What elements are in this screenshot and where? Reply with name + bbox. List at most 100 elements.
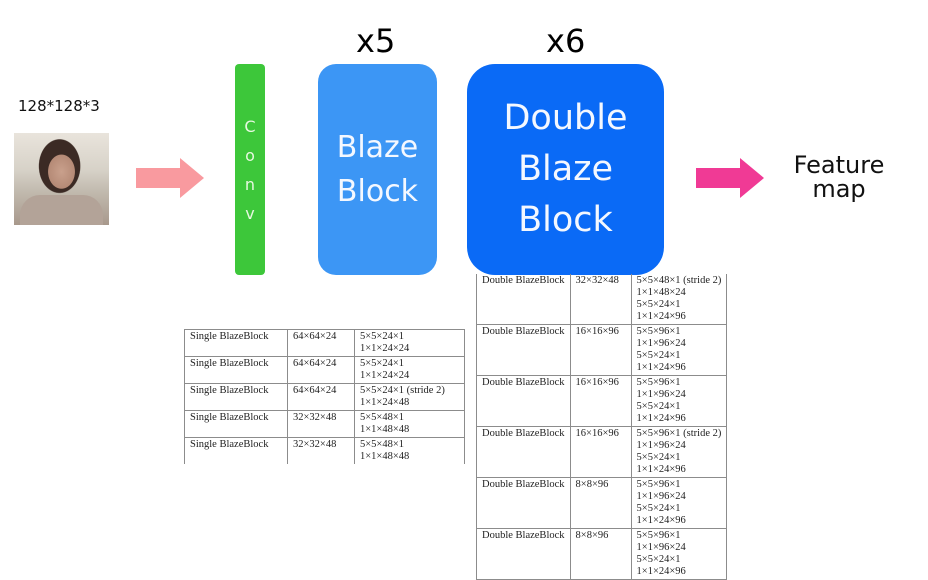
- kernel-line: 1×1×96×24: [636, 440, 686, 451]
- arrow-shaft: [136, 168, 181, 188]
- feature-map-label-line: Feature: [793, 151, 885, 179]
- arrow-head: [180, 158, 204, 198]
- output-arrow-icon: [696, 158, 766, 198]
- layer-type-cell: Double BlazeBlock: [476, 324, 571, 376]
- input-size-cell: 16×16×96: [569, 426, 632, 478]
- input-size-cell: 32×32×48: [569, 274, 632, 325]
- kernel-line: 5×5×48×1: [360, 412, 405, 423]
- input-face-image: [14, 133, 109, 225]
- kernel-line: 5×5×96×1 (stride 2): [636, 428, 722, 439]
- kernel-line: 5×5×96×1: [636, 377, 681, 388]
- blaze-block-label-line: Block: [336, 173, 419, 209]
- kernel-line: 5×5×96×1: [636, 479, 681, 490]
- conv-letter: C: [244, 116, 256, 136]
- blaze-block-repeat-label: x5: [356, 22, 396, 60]
- kernel-line: 5×5×24×1: [636, 401, 681, 412]
- kernel-line: 5×5×24×1: [636, 299, 681, 310]
- input-size-cell: 64×64×24: [287, 329, 355, 357]
- kernel-line: 5×5×96×1: [636, 326, 681, 337]
- kernel-line: 5×5×24×1: [360, 331, 405, 342]
- kernel-line: 1×1×24×96: [636, 362, 686, 373]
- input-size-cell: 64×64×24: [287, 383, 355, 411]
- conv-kernel-cell: 5×5×24×1 (stride 2)1×1×24×48: [354, 383, 465, 411]
- layer-type-cell: Single BlazeBlock: [184, 437, 288, 464]
- kernel-line: 1×1×48×48: [360, 424, 410, 435]
- double-blaze-block-label-line: Double: [503, 98, 628, 138]
- kernel-line: 1×1×24×96: [636, 413, 686, 424]
- input-size-cell: 16×16×96: [569, 375, 632, 427]
- kernel-line: 1×1×24×24: [360, 370, 410, 381]
- layer-type-cell: Double BlazeBlock: [476, 528, 571, 580]
- kernel-line: 5×5×24×1: [360, 358, 405, 369]
- arrow-shaft: [696, 168, 741, 188]
- image-jacket-shape: [20, 195, 103, 225]
- kernel-line: 1×1×96×24: [636, 542, 686, 553]
- kernel-line: 1×1×24×96: [636, 515, 686, 526]
- arrow-head: [740, 158, 764, 198]
- layer-type-cell: Single BlazeBlock: [184, 329, 288, 357]
- kernel-line: 1×1×24×96: [636, 464, 686, 475]
- layer-type-cell: Single BlazeBlock: [184, 383, 288, 411]
- input-arrow-icon: [136, 158, 206, 198]
- input-size-cell: 32×32×48: [287, 437, 355, 464]
- layer-type-cell: Double BlazeBlock: [476, 274, 571, 325]
- input-size-cell: 32×32×48: [287, 410, 355, 438]
- kernel-line: 5×5×48×1: [360, 439, 405, 450]
- layer-type-cell: Double BlazeBlock: [476, 477, 571, 529]
- kernel-line: 1×1×48×48: [360, 451, 410, 462]
- conv-letter: o: [245, 145, 255, 165]
- conv-letter: v: [245, 203, 255, 223]
- kernel-line: 1×1×96×24: [636, 338, 686, 349]
- input-size-cell: 8×8×96: [569, 477, 632, 529]
- kernel-line: 5×5×24×1: [636, 503, 681, 514]
- kernel-line: 1×1×24×96: [636, 311, 686, 322]
- kernel-line: 1×1×96×24: [636, 491, 686, 502]
- conv-letter: n: [244, 174, 256, 194]
- feature-map-label-line: map: [812, 175, 866, 203]
- blaze-block-label-line: Blaze: [336, 129, 419, 165]
- kernel-line: 5×5×48×1 (stride 2): [636, 275, 722, 286]
- feature-map-label: Feature map: [786, 153, 892, 201]
- blaze-block: Blaze Block: [318, 64, 437, 275]
- layer-type-cell: Single BlazeBlock: [184, 356, 288, 384]
- kernel-line: 5×5×96×1: [636, 530, 681, 541]
- double-blaze-block-label-line: Block: [518, 200, 613, 240]
- layer-type-cell: Double BlazeBlock: [476, 426, 571, 478]
- kernel-line: 5×5×24×1: [636, 554, 681, 565]
- input-size-cell: 64×64×24: [287, 356, 355, 384]
- conv-block: C o n v: [235, 64, 265, 275]
- kernel-line: 1×1×24×24: [360, 343, 410, 354]
- kernel-line: 1×1×24×96: [636, 566, 686, 577]
- double-blaze-block-repeat-label: x6: [546, 22, 586, 60]
- kernel-line: 1×1×48×24: [636, 287, 686, 298]
- kernel-line: 1×1×96×24: [636, 389, 686, 400]
- input-size-cell: 8×8×96: [569, 528, 632, 580]
- layer-type-cell: Single BlazeBlock: [184, 410, 288, 438]
- kernel-line: 5×5×24×1: [636, 452, 681, 463]
- double-blaze-block: Double Blaze Block: [467, 64, 664, 275]
- kernel-line: 1×1×24×48: [360, 397, 410, 408]
